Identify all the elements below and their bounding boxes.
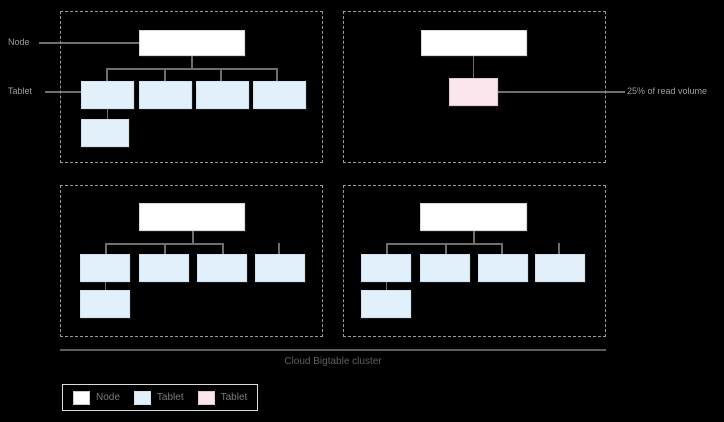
node-box-top-right [421, 30, 527, 56]
tablet-box-top-left-3 [196, 81, 249, 109]
node-box-bottom-left [139, 203, 245, 231]
connector-bus-top-left [106, 68, 277, 70]
connector-drop-2-bottom-left [164, 243, 166, 255]
connector-drop-3-bottom-left [222, 243, 224, 255]
tablet-box-bottom-right-3 [478, 254, 528, 282]
tablet-box-bottom-left-2 [139, 254, 189, 282]
legend-swatch-tablet-icon [133, 390, 151, 405]
connector-node-trunk-bottom-left [192, 231, 194, 244]
connector-drop-4-bottom-right [558, 243, 560, 255]
tablet-callout-line [45, 91, 81, 93]
connector-drop-1-bottom-left [105, 243, 107, 255]
legend-item-node: Node [73, 390, 120, 405]
cluster-caption: Cloud Bigtable cluster [284, 356, 382, 367]
connector-node-trunk-bottom-right [473, 231, 475, 244]
connector-subtablet-bottom-right [386, 282, 387, 292]
legend: Node Tablet Tablet [62, 384, 259, 411]
connector-drop-4-top-left [276, 68, 278, 82]
connector-drop-3-bottom-right [501, 243, 503, 255]
connector-node-trunk-top-left [191, 56, 193, 69]
connector-bus-bottom-right [386, 243, 502, 245]
tablet-box-bottom-left-4 [255, 254, 305, 282]
tablet-box-top-left-2 [139, 81, 192, 109]
connector-drop-2-top-left [164, 68, 166, 82]
panel-top-right [343, 11, 606, 163]
connector-drop-1-top-left [106, 68, 108, 82]
node-callout-label: Node [8, 37, 30, 47]
legend-swatch-node-icon [73, 390, 90, 405]
legend-item-tablet: Tablet [133, 390, 184, 405]
connector-drop-2-bottom-right [445, 243, 447, 255]
node-box-top-left [139, 30, 245, 56]
tablet-box-bottom-left-5 [80, 290, 130, 318]
legend-label-tablet: Tablet [156, 391, 184, 403]
tablet-box-bottom-right-1 [361, 254, 411, 282]
node-box-bottom-right [420, 203, 527, 231]
tablet-box-top-left-1 [81, 81, 134, 109]
connector-node-trunk-top-right [473, 56, 474, 79]
panel-bottom-right [343, 185, 606, 337]
hot-tablet-box-top-right [449, 78, 498, 106]
tablet-box-bottom-left-1 [80, 254, 130, 282]
tablet-box-bottom-left-3 [197, 254, 247, 282]
cluster-divider [60, 349, 606, 351]
tablet-box-top-left-4 [253, 81, 306, 109]
read-volume-callout-label: 25% of read volume [627, 86, 708, 96]
connector-drop-1-bottom-right [386, 243, 388, 255]
panel-top-left [60, 11, 323, 163]
read-volume-callout-line [498, 91, 625, 93]
connector-subtablet-top-left [107, 109, 108, 120]
legend-label-node: Node [96, 391, 120, 403]
tablet-box-bottom-right-4 [535, 254, 585, 282]
connector-subtablet-bottom-left [105, 282, 106, 292]
tablet-box-bottom-right-2 [420, 254, 470, 282]
connector-drop-3-top-left [220, 68, 222, 82]
legend-item-hot-tablet: Tablet [197, 390, 248, 405]
legend-swatch-hot-tablet-icon [197, 390, 215, 405]
tablet-callout-label: Tablet [8, 86, 33, 96]
node-callout-line [39, 42, 140, 44]
tablet-box-bottom-right-5 [361, 290, 411, 318]
legend-label-hot-tablet: Tablet [220, 391, 248, 403]
connector-drop-4-bottom-left [278, 243, 280, 255]
tablet-box-top-left-5 [81, 119, 129, 147]
panel-bottom-left [60, 185, 323, 337]
